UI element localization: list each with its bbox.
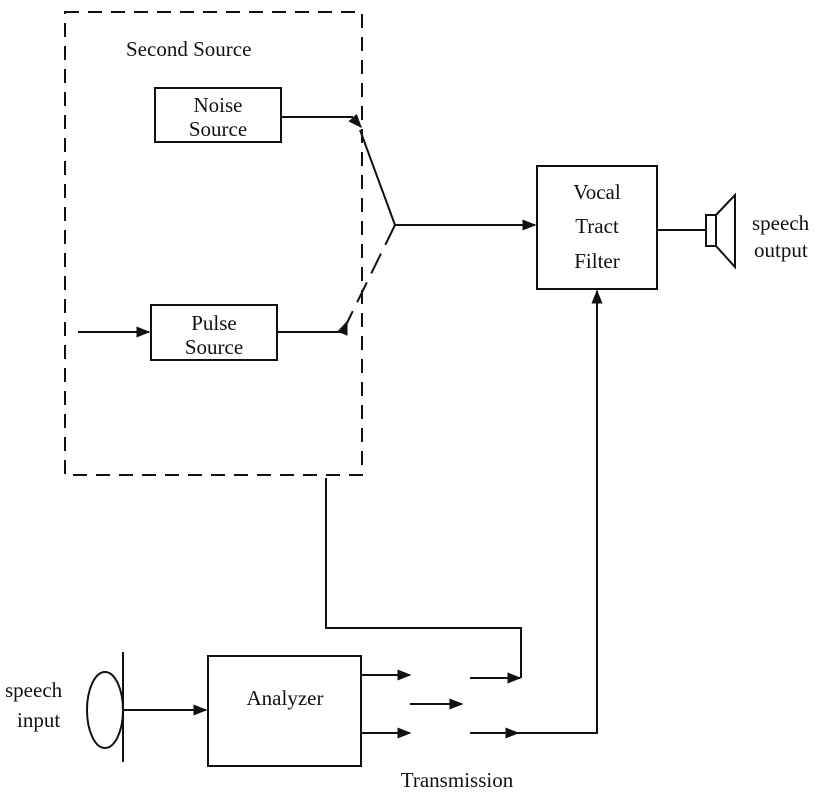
second-source-group <box>64 11 363 476</box>
transmission-label: Transmission <box>401 768 514 792</box>
vocal-tract-filter-label-line3: Filter <box>574 249 620 273</box>
speech-output-label-line2: output <box>754 238 808 262</box>
switch-arm-pulse <box>345 224 396 326</box>
noise-source-label-line2: Source <box>189 117 247 141</box>
pulse-output-line <box>277 320 348 336</box>
speech-input-label-line1: speech <box>5 678 63 702</box>
vocal-tract-filter-label-line1: Vocal <box>573 180 621 204</box>
analyzer-block: Analyzer <box>207 655 362 767</box>
pulse-source-label-line2: Source <box>185 335 243 359</box>
noise-source-label-line1: Noise <box>194 93 243 117</box>
pulse-source-block: Pulse Source <box>150 304 278 361</box>
noise-output-line <box>281 113 362 129</box>
switch-arm-noise <box>359 129 396 226</box>
vocal-tract-filter-label-line2: Tract <box>575 214 619 238</box>
vocal-tract-filter-block: Vocal Tract Filter <box>536 165 658 290</box>
pulse-source-label-line1: Pulse <box>191 311 237 335</box>
loudspeaker-icon <box>705 192 736 270</box>
filter-control-line <box>518 289 603 734</box>
noise-source-block: Noise Source <box>154 87 282 143</box>
analyzer-label: Analyzer <box>247 686 324 710</box>
speech-output-label-line1: speech <box>752 211 810 235</box>
second-source-label: Second Source <box>126 37 251 61</box>
speech-input-label-line2: input <box>17 708 60 732</box>
microphone-icon <box>86 652 124 762</box>
source-control-line <box>325 478 522 678</box>
